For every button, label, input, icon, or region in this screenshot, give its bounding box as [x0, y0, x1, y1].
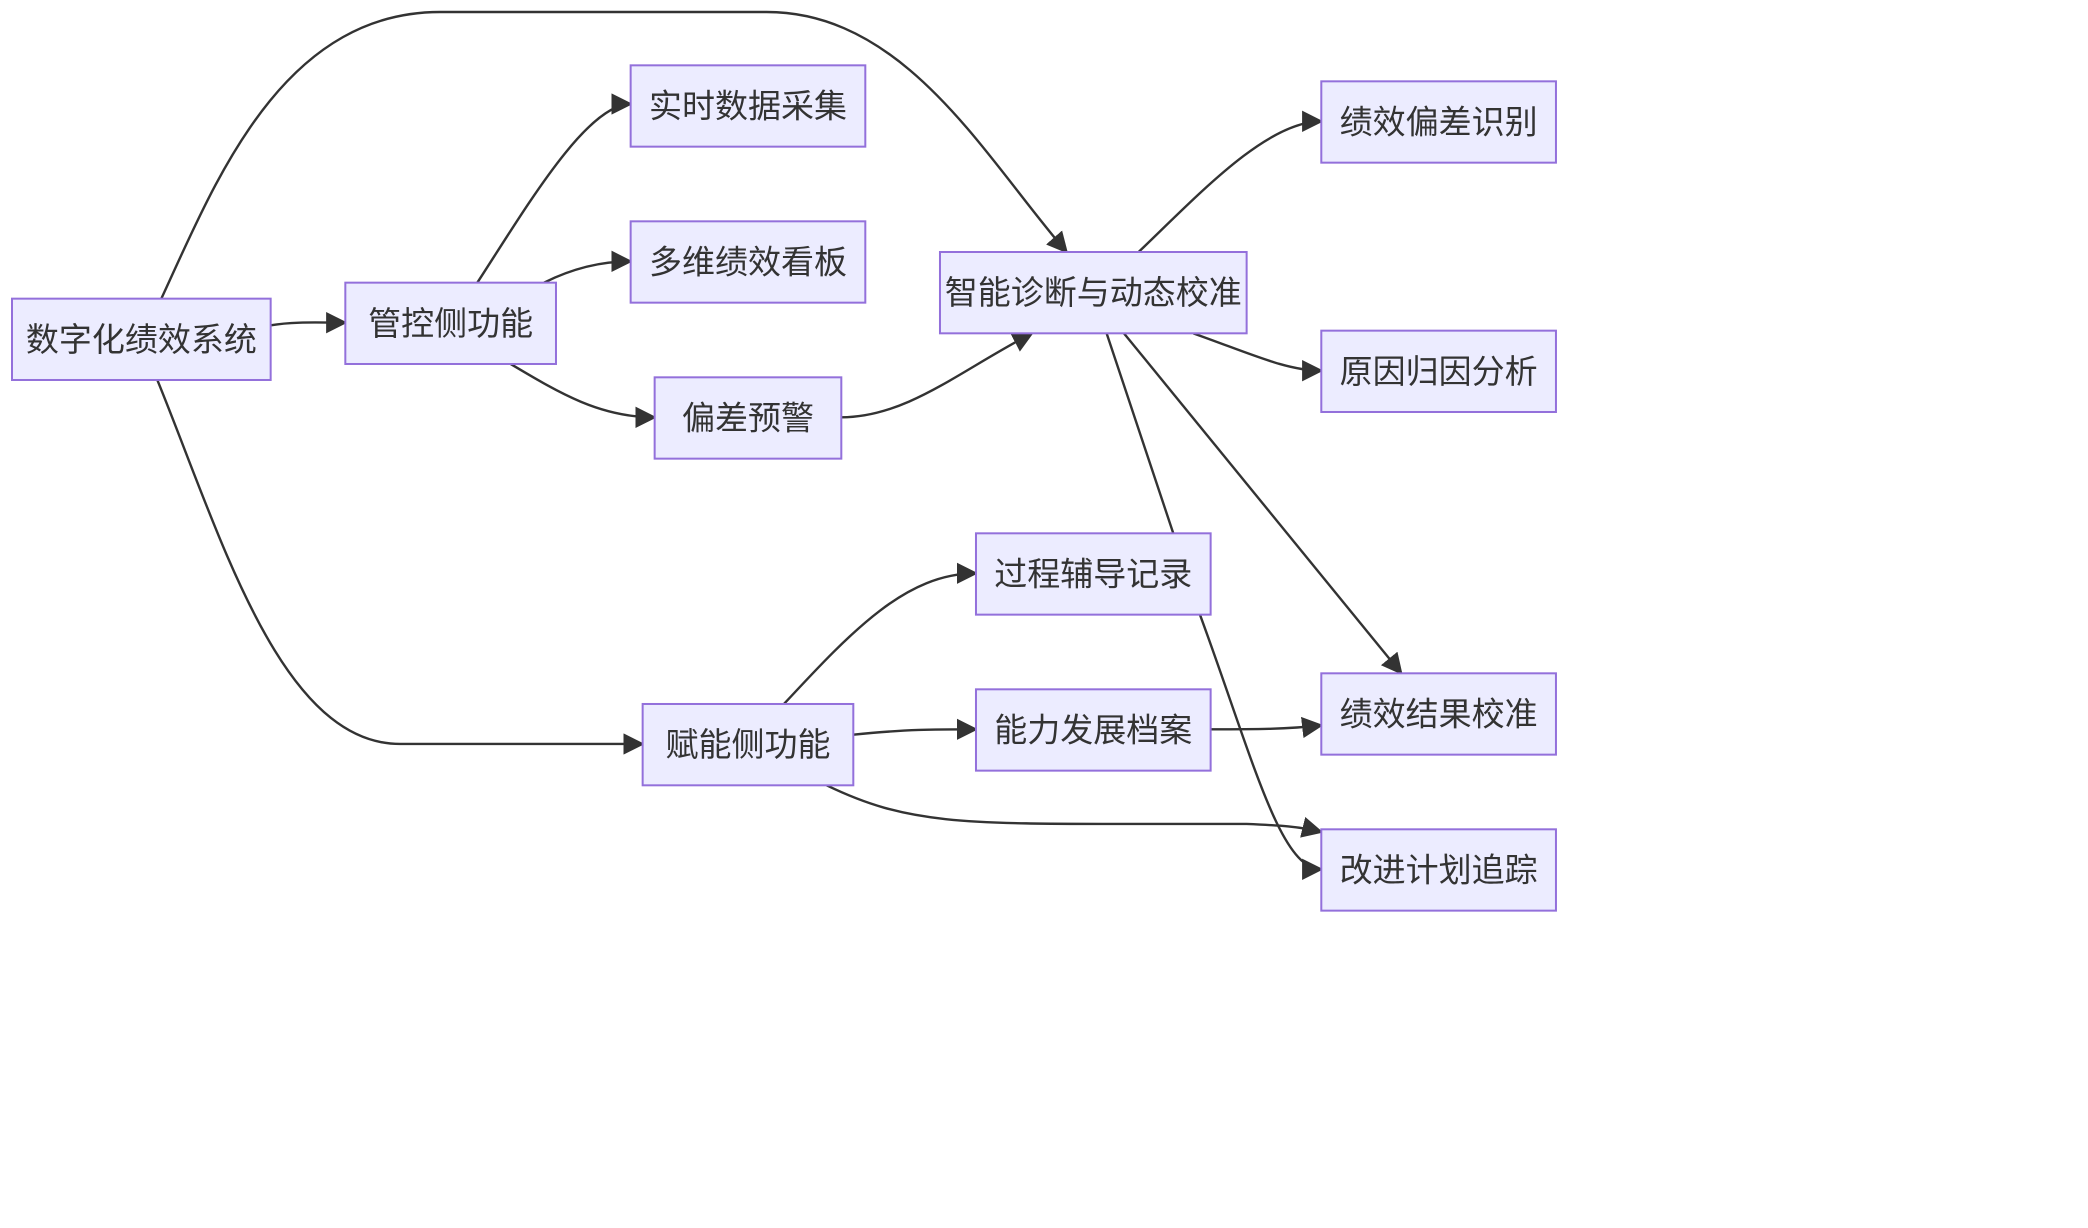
node-tracking: 改进计划追踪: [1320, 828, 1557, 912]
node-box-realtime: [629, 64, 867, 148]
node-diagnosis: 智能诊断与动态校准: [938, 250, 1248, 335]
node-label-realtime: 实时数据采集: [649, 86, 847, 125]
edge-warning-to-diagnosis: [841, 333, 1034, 417]
node-label-profile: 能力发展档案: [994, 710, 1192, 749]
node-root: 数字化绩效系统: [10, 297, 272, 381]
node-label-calibrate: 绩效结果校准: [1340, 694, 1538, 733]
edge-diagnosis-to-cause: [1193, 333, 1324, 382]
node-label-dashboard: 多维绩效看板: [649, 242, 847, 281]
edge-control-to-dashboard: [544, 250, 633, 282]
edge-diagnosis-to-identify: [1139, 110, 1324, 252]
node-label-root: 数字化绩效系统: [26, 320, 257, 359]
node-label-tracking: 改进计划追踪: [1340, 850, 1538, 889]
edge-root-to-control: [271, 311, 348, 334]
edge-diagnosis-to-tracking: [1107, 333, 1322, 869]
node-dashboard: 多维绩效看板: [629, 220, 867, 304]
edge-enable-to-tracking: [827, 785, 1324, 838]
edge-profile-to-calibrate: [1211, 716, 1324, 739]
edges-layer: [157, 12, 1403, 869]
node-box-root: [10, 297, 272, 381]
node-realtime: 实时数据采集: [629, 64, 867, 148]
node-profile: 能力发展档案: [974, 688, 1212, 772]
node-label-diagnosis: 智能诊断与动态校准: [945, 273, 1242, 312]
node-control: 管控侧功能: [344, 281, 557, 365]
edge-enable-to-profile: [853, 718, 979, 740]
node-box-profile: [974, 688, 1212, 772]
node-box-calibrate: [1320, 672, 1557, 756]
node-label-control: 管控侧功能: [368, 304, 533, 343]
node-box-control: [344, 281, 557, 365]
edge-control-to-realtime: [477, 93, 633, 283]
node-box-coaching: [974, 532, 1212, 616]
node-enable: 赋能侧功能: [641, 702, 855, 787]
node-label-cause: 原因归因分析: [1340, 352, 1538, 391]
node-cause: 原因归因分析: [1320, 329, 1557, 413]
node-label-identify: 绩效偏差识别: [1340, 102, 1538, 141]
node-box-cause: [1320, 329, 1557, 413]
edge-diagnosis-to-calibrate: [1124, 333, 1403, 675]
node-label-enable: 赋能侧功能: [665, 725, 830, 764]
edge-enable-to-coaching: [784, 562, 979, 704]
node-label-warning: 偏差预警: [682, 398, 814, 437]
edge-root-to-enable: [157, 380, 645, 755]
node-box-enable: [641, 702, 855, 787]
node-box-warning: [653, 376, 843, 460]
node-box-dashboard: [629, 220, 867, 304]
node-box-tracking: [1320, 828, 1557, 912]
node-coaching: 过程辅导记录: [974, 532, 1212, 616]
node-box-identify: [1320, 80, 1557, 164]
edge-control-to-warning: [511, 364, 657, 428]
edge-root-to-diagnosis: [161, 12, 1069, 299]
node-warning: 偏差预警: [653, 376, 843, 460]
node-calibrate: 绩效结果校准: [1320, 672, 1557, 756]
node-box-diagnosis: [938, 250, 1248, 335]
node-identify: 绩效偏差识别: [1320, 80, 1557, 164]
node-label-coaching: 过程辅导记录: [994, 554, 1192, 593]
